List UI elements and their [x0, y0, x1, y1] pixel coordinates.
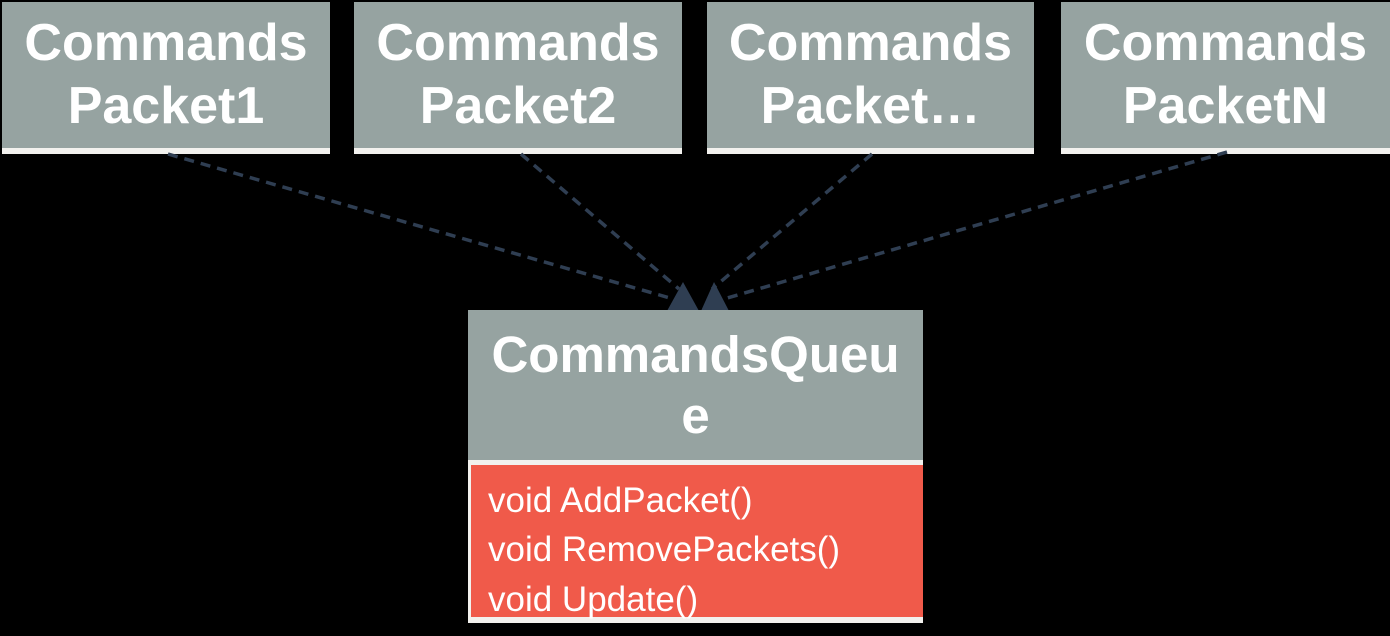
commands-packet1-label: Commands Packet1 — [24, 14, 308, 135]
commands-packet-ellipsis-label: Commands Packet… — [728, 14, 1013, 135]
commands-packetn-box: Commands PacketN — [1061, 2, 1390, 154]
commands-packetn-label: Commands PacketN — [1083, 14, 1368, 135]
arrowhead-left-icon — [667, 282, 699, 311]
method-update: void Update() — [488, 579, 699, 619]
method-add-packet: void AddPacket() — [488, 481, 753, 520]
queue-section-divider — [468, 460, 923, 465]
commands-packet-ellipsis-box: Commands Packet… — [707, 2, 1034, 154]
commands-packet1-box: Commands Packet1 — [2, 2, 330, 154]
dashed-connector-packet3 — [710, 152, 874, 291]
commands-queue-header: CommandsQueue — [468, 310, 923, 460]
dashed-connector-packet4 — [723, 150, 1228, 301]
dashed-connector-packet1 — [167, 152, 671, 300]
method-remove-packets: void RemovePackets() — [488, 530, 841, 570]
commands-packet2-label: Commands Packet2 — [376, 14, 660, 135]
commands-queue-box: CommandsQueue void AddPacket() void Remo… — [468, 310, 923, 623]
arrowhead-right-icon — [701, 282, 729, 311]
commands-packet2-box: Commands Packet2 — [354, 2, 682, 154]
commands-queue-title: CommandsQueue — [491, 325, 900, 444]
dashed-connector-packet2 — [519, 152, 681, 291]
commands-queue-methods-section: void AddPacket() void RemovePackets() vo… — [468, 465, 923, 623]
